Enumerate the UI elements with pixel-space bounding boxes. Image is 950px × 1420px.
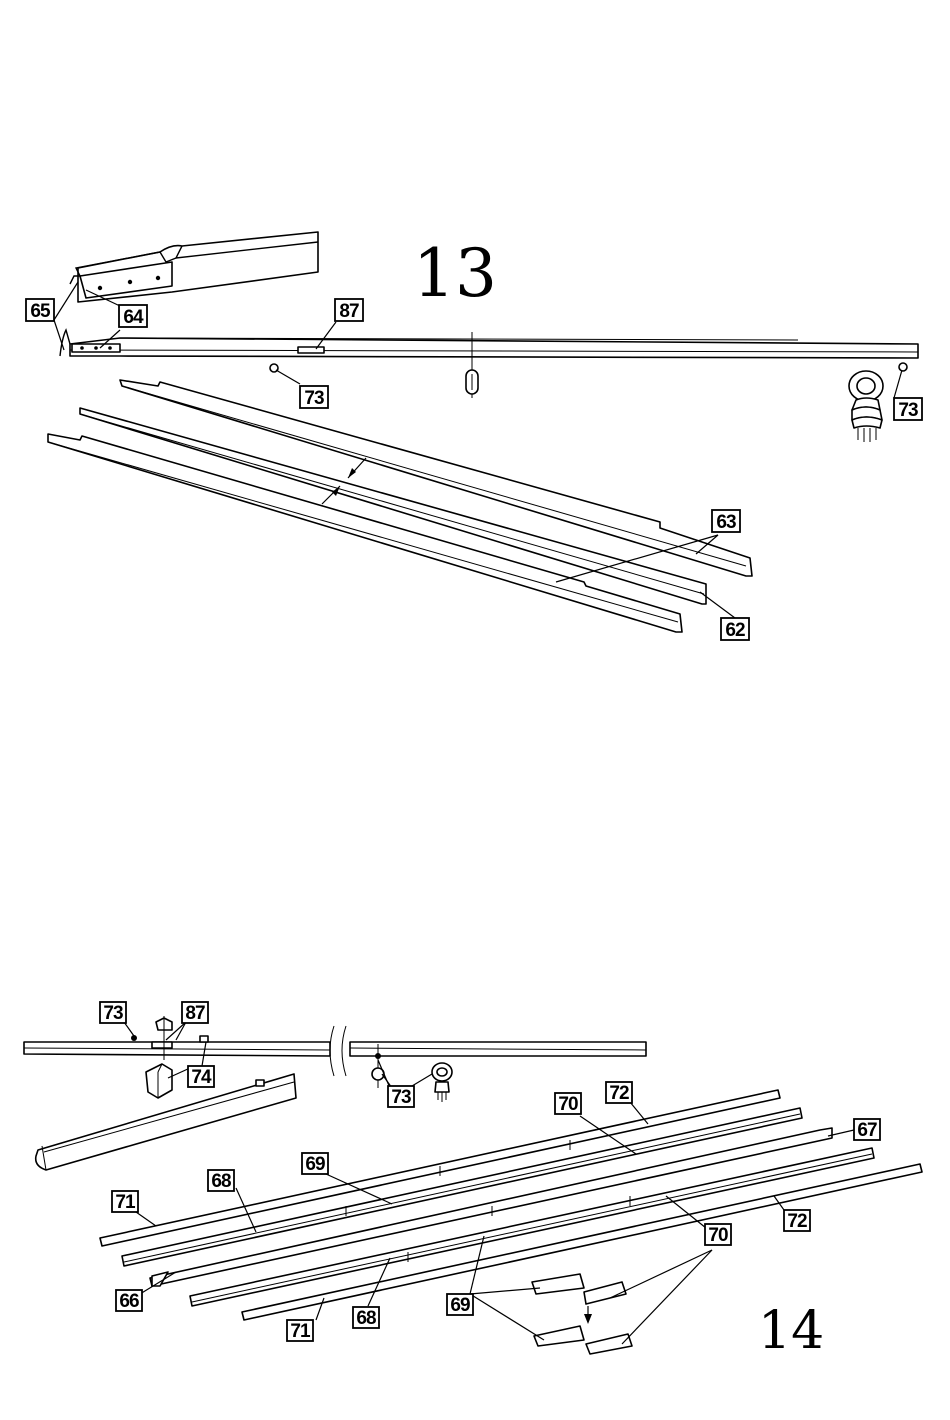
callout-s13-65: 65 [26,299,54,322]
piece-70-bottom [586,1334,632,1354]
step-number-14: 14 [758,1301,824,1361]
svg-text:64: 64 [123,307,144,328]
svg-text:73: 73 [304,388,324,409]
svg-text:69: 69 [305,1154,325,1175]
callout-s14-68a: 68 [208,1170,234,1192]
callout-s14-73a: 73 [100,1002,126,1024]
svg-text:73: 73 [391,1087,411,1108]
callout-s14-73b: 73 [388,1086,414,1108]
piece-69-top [532,1274,584,1294]
callout-s13-73b: 73 [894,398,922,421]
callout-s13-87: 87 [335,299,363,322]
svg-text:74: 74 [191,1067,212,1088]
svg-text:69: 69 [450,1295,470,1316]
callout-s14-69a: 69 [302,1153,328,1175]
svg-text:73: 73 [898,400,918,421]
svg-text:65: 65 [30,301,51,322]
callout-s14-70b: 70 [705,1224,731,1246]
callout-s13-64: 64 [119,305,147,328]
callout-s14-69b: 69 [447,1294,473,1316]
svg-text:71: 71 [115,1192,136,1213]
callout-s14-71b: 71 [287,1320,313,1342]
eye-73b [899,363,907,371]
svg-text:68: 68 [356,1308,376,1329]
cleat-87 [298,347,324,353]
eye-bolt [849,371,883,442]
callout-s14-67: 67 [854,1119,880,1141]
eye-bolt-14 [432,1063,452,1102]
step-number-13: 13 [413,235,497,312]
svg-text:87: 87 [185,1003,205,1024]
svg-text:63: 63 [716,512,736,533]
step-13: 13 [48,232,918,632]
svg-text:68: 68 [211,1171,231,1192]
boom-spar-14 [24,1016,646,1088]
callout-s14-74: 74 [188,1066,214,1088]
svg-text:87: 87 [339,301,359,322]
svg-text:73: 73 [103,1003,123,1024]
boom-spar [60,330,918,398]
piece-69-bottom [534,1326,584,1346]
svg-text:62: 62 [725,620,745,641]
callout-s14-66: 66 [116,1290,142,1312]
svg-text:72: 72 [609,1083,629,1104]
callout-s13-73a: 73 [300,386,328,409]
callout-s14-71a: 71 [112,1191,138,1213]
svg-text:70: 70 [558,1094,578,1115]
svg-text:72: 72 [787,1211,807,1232]
strip-middle [80,408,706,604]
svg-text:70: 70 [708,1225,728,1246]
svg-text:71: 71 [290,1321,311,1342]
callout-s14-68b: 68 [353,1307,379,1329]
callout-s13-63: 63 [712,510,740,533]
beam-section-upper [70,232,318,302]
callout-s14-72b: 72 [784,1210,810,1232]
svg-text:66: 66 [119,1291,139,1312]
callout-s14-70a: 70 [555,1093,581,1115]
callout-s14-72a: 72 [606,1082,632,1104]
svg-text:67: 67 [857,1120,877,1141]
callout-s13-62: 62 [721,618,749,641]
callout-s14-87: 87 [182,1002,208,1024]
